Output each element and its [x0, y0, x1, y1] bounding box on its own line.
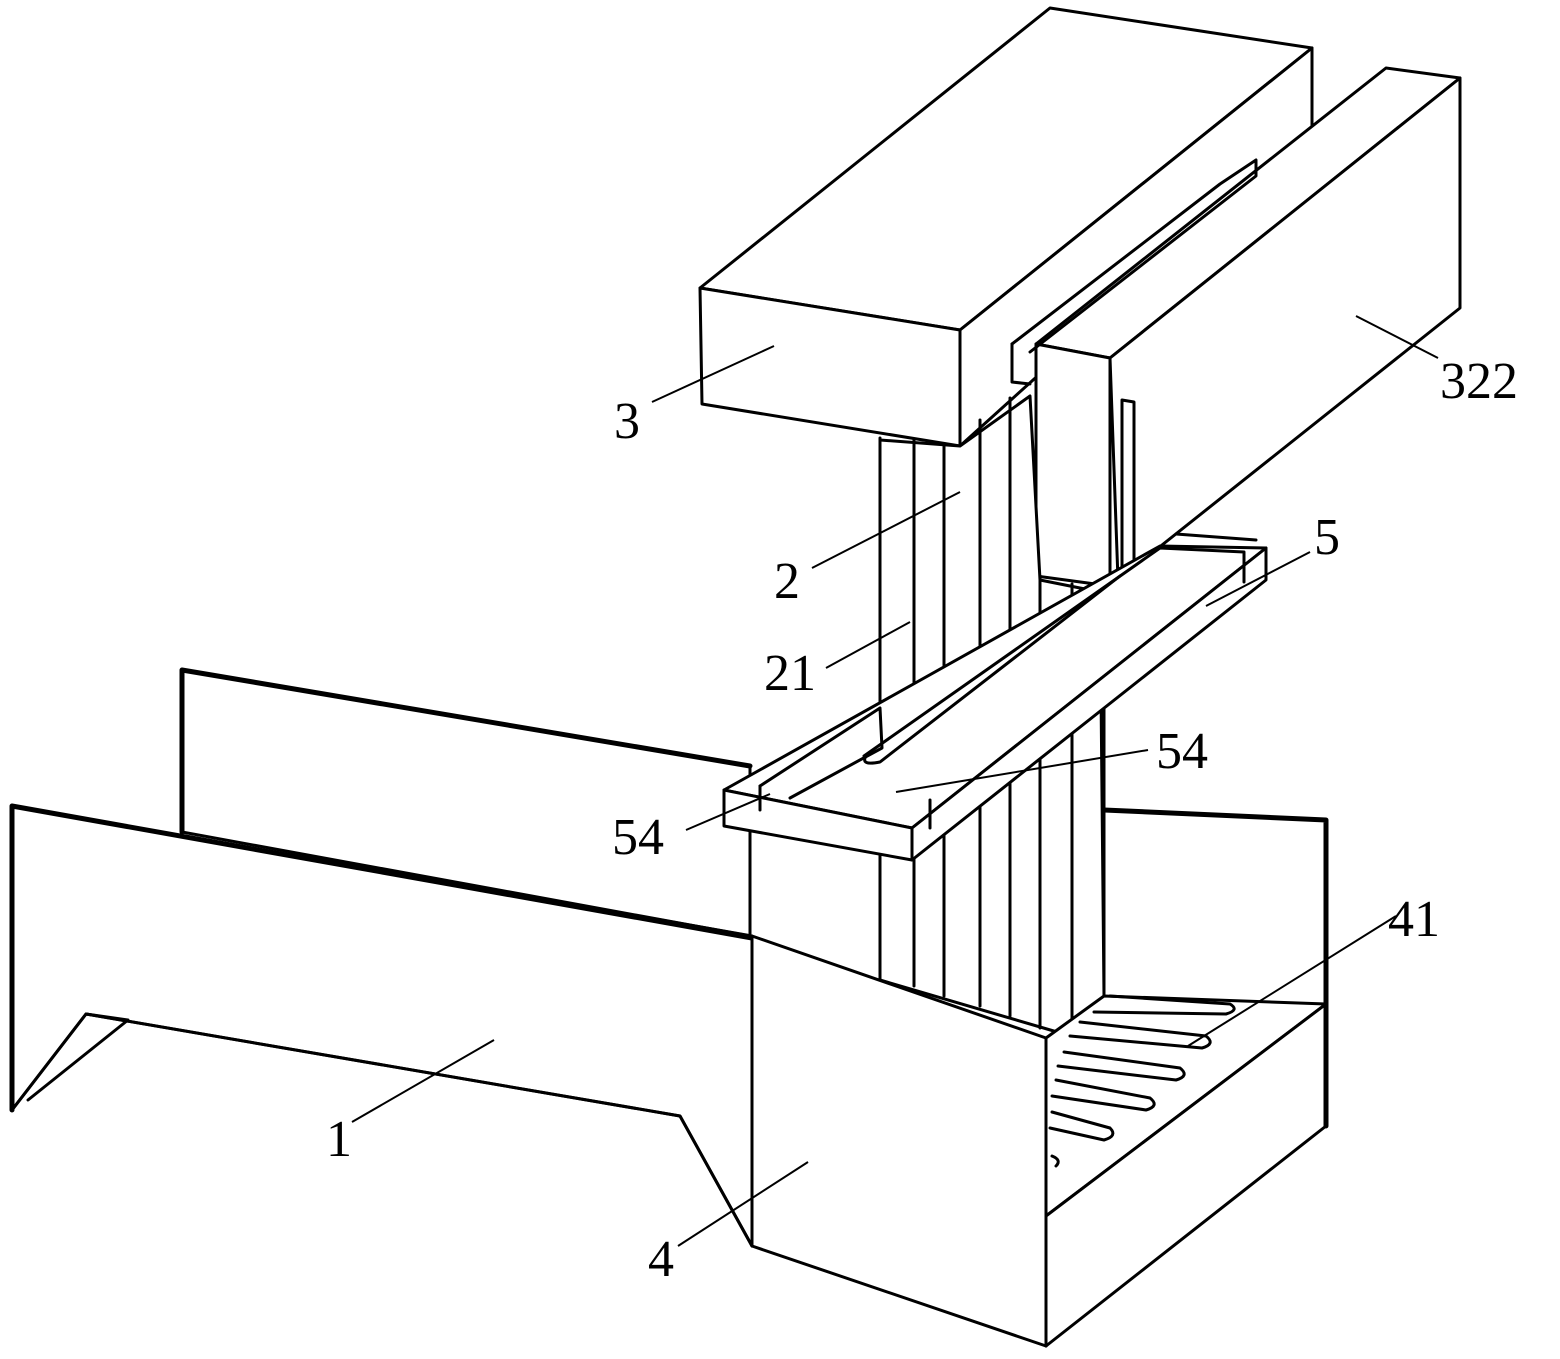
label-tray-groove-left: 54 [612, 809, 664, 866]
heating-coil [1048, 994, 1236, 1168]
label-tank: 4 [648, 1231, 674, 1288]
label-tray: 5 [1314, 509, 1340, 566]
label-chute: 1 [326, 1111, 352, 1168]
leader-lines [351, 315, 1439, 1247]
clamp-rail [1010, 66, 1462, 588]
label-guide-rod: 21 [764, 645, 816, 702]
label-clamp-block: 322 [1440, 353, 1518, 410]
tray [722, 532, 1268, 862]
label-basin: 41 [1388, 891, 1440, 948]
label-column: 2 [774, 553, 800, 610]
label-tray-groove-right: 54 [1156, 723, 1208, 780]
reference-numerals: 3 322 2 21 5 54 54 41 1 4 [326, 353, 1518, 1288]
label-frame: 3 [614, 393, 640, 450]
tank [750, 806, 1329, 1348]
